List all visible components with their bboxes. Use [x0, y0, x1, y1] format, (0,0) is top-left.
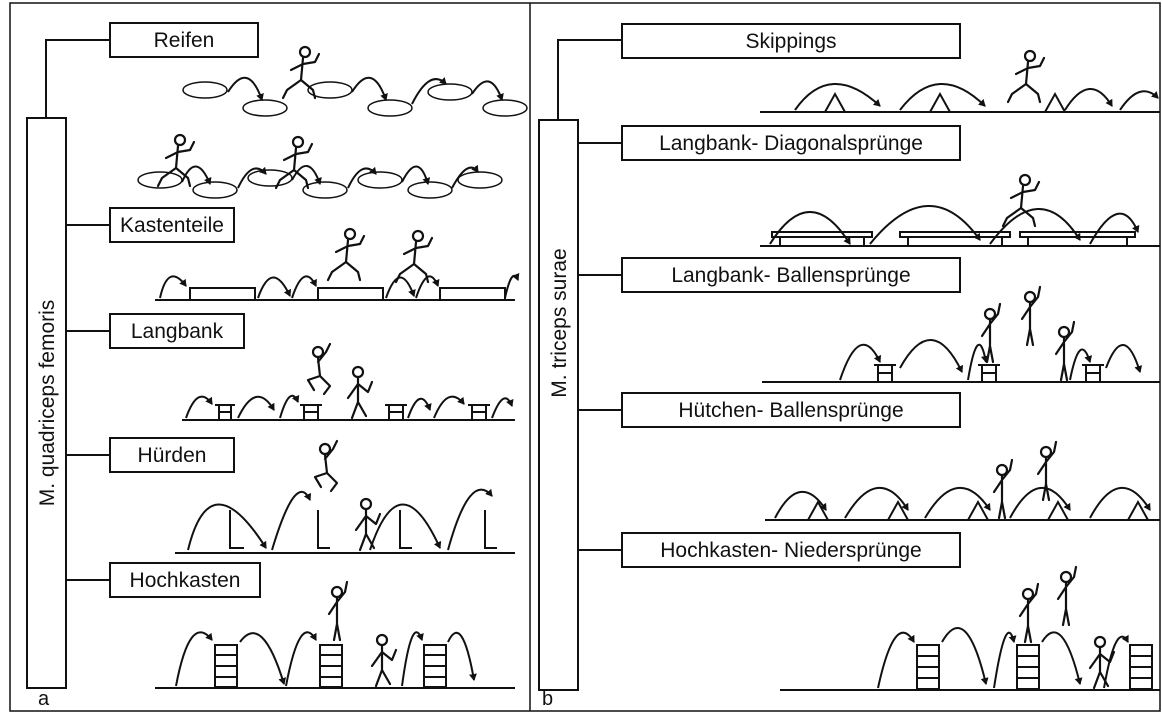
exercise-label-langbank: Langbank: [131, 320, 224, 343]
muscle-box-b: [538, 119, 579, 691]
exercise-box-reifen: [109, 22, 259, 58]
exercise-box-hochkasten-nieder: [621, 532, 961, 568]
exercise-box-hochkasten: [109, 562, 261, 598]
exercise-label-huetchen-ballen: Hütchen- Ballensprünge: [678, 399, 903, 422]
exercise-box-langbank-ballen: [621, 257, 961, 293]
muscle-box-a: [26, 117, 67, 689]
exercise-label-reifen: Reifen: [154, 29, 215, 52]
exercise-label-huerden: Hürden: [138, 444, 207, 467]
kastenteile-illustration: [155, 227, 520, 301]
exercise-label-langbank-diagonal: Langbank- Diagonalsprünge: [659, 132, 923, 155]
connector-lines-a: [45, 39, 110, 581]
langbank-ballen-illustration: [762, 285, 1160, 383]
figure-frame: [9, 2, 1161, 712]
exercise-label-skippings: Skippings: [745, 30, 836, 53]
exercise-box-langbank: [109, 313, 245, 349]
panel-label-b: b: [542, 688, 553, 710]
muscle-label-a: M. quadriceps femoris: [36, 300, 59, 507]
langbank-illustration: [182, 342, 515, 421]
exercise-label-hochkasten-nieder: Hochkasten- Niedersprünge: [660, 539, 921, 562]
skippings-illustration: [760, 49, 1160, 113]
exercise-label-hochkasten: Hochkasten: [130, 569, 241, 592]
reifen-illustration: [137, 45, 528, 199]
exercise-box-huetchen-ballen: [621, 392, 961, 428]
exercise-label-kastenteile: Kastenteile: [120, 214, 224, 237]
panel-a: M. quadriceps femoris Reifen Kastenteile…: [26, 22, 528, 710]
huerden-illustration: [175, 439, 515, 554]
hochkasten-illustration: [155, 580, 515, 689]
exercise-box-langbank-diagonal: [621, 125, 961, 161]
langbank-diagonal-illustration: [760, 173, 1160, 247]
exercise-box-kastenteile: [109, 207, 235, 243]
panel-b: M. triceps surae Skippings Langbank- Dia…: [538, 23, 1160, 710]
exercise-box-skippings: [621, 23, 961, 59]
exercise-label-langbank-ballen: Langbank- Ballensprünge: [671, 264, 910, 287]
muscle-label-b: M. triceps surae: [548, 248, 571, 397]
huetchen-ballen-illustration: [765, 440, 1160, 521]
hochkasten-nieder-illustration: [780, 565, 1160, 691]
exercise-box-huerden: [109, 437, 235, 473]
connector-lines-b: [557, 39, 622, 551]
panel-label-a: a: [38, 688, 50, 710]
